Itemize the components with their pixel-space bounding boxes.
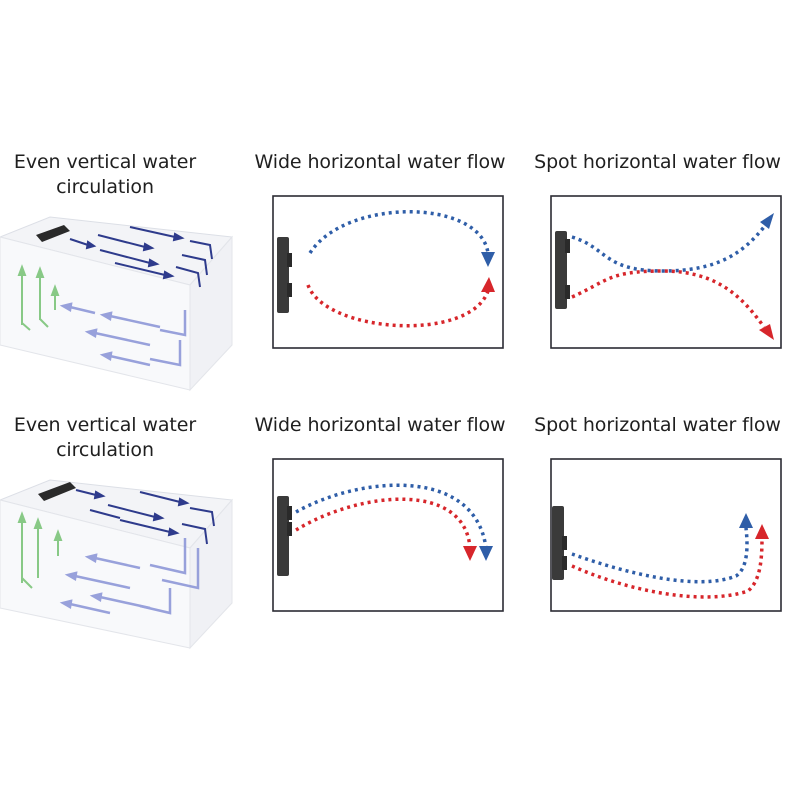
red-flow-path — [306, 284, 490, 328]
red-flow-path — [571, 537, 764, 599]
blue-flow-path — [571, 527, 749, 584]
row2-wide-flow-diagram — [270, 456, 506, 616]
red-flow-path — [571, 269, 766, 329]
pump-icon — [555, 231, 570, 309]
red-flow-path — [295, 497, 472, 549]
pump-icon — [277, 237, 292, 313]
pump-icon — [552, 506, 567, 580]
tank-frame — [550, 195, 782, 349]
row1-wide-title: Wide horizontal water flow — [254, 151, 506, 173]
row2-vertical-tank-illustration — [0, 478, 240, 653]
blue-arrowhead-icon — [760, 213, 774, 229]
row1-vertical-title: Even vertical water circulation — [13, 151, 197, 198]
blue-flow-path — [295, 483, 488, 549]
row1-spot-flow-diagram — [548, 193, 784, 353]
blue-arrowhead-icon — [739, 513, 753, 528]
red-arrowhead-icon — [755, 524, 769, 539]
pump-icon — [38, 482, 76, 501]
tank-frame — [272, 458, 504, 612]
row1-vertical-tank-illustration — [0, 215, 240, 395]
row1-spot-title: Spot horizontal water flow — [534, 151, 781, 173]
red-arrowhead-icon — [481, 277, 495, 292]
row2-vertical-title: Even vertical water circulation — [13, 414, 197, 461]
tank-frame — [272, 195, 504, 349]
blue-arrowhead-icon — [481, 252, 495, 267]
red-arrowhead-icon — [759, 324, 774, 340]
blue-flow-path — [571, 225, 766, 273]
row2-spot-flow-diagram — [548, 456, 784, 616]
row2-spot-title: Spot horizontal water flow — [534, 414, 781, 436]
pump-icon — [36, 225, 70, 242]
tank-frame — [550, 458, 782, 612]
row1-wide-flow-diagram — [270, 193, 506, 353]
red-arrowhead-icon — [463, 546, 477, 561]
pump-icon — [277, 496, 292, 576]
blue-arrowhead-icon — [479, 546, 493, 561]
row2-wide-title: Wide horizontal water flow — [254, 414, 506, 436]
